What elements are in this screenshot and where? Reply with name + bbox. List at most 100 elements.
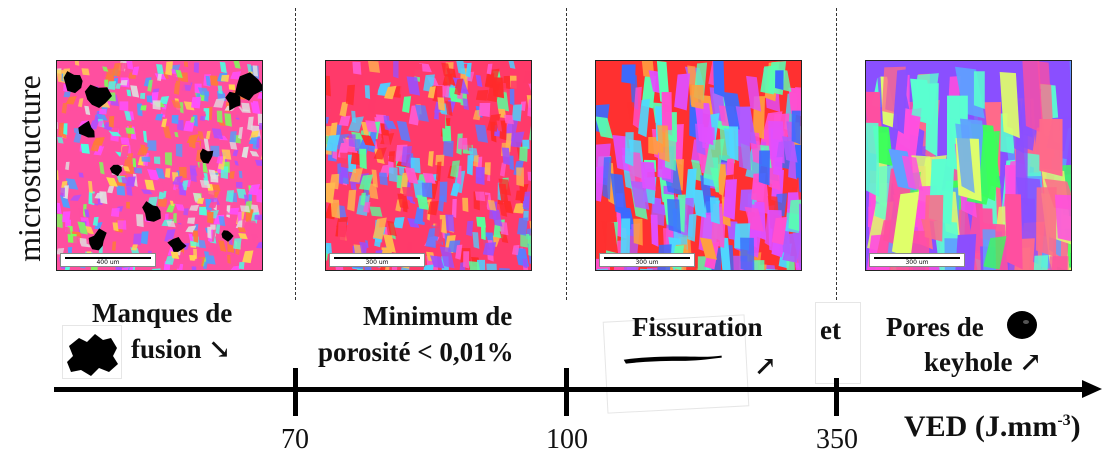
- grain: [211, 128, 223, 140]
- grain: [57, 137, 64, 144]
- grain: [326, 101, 334, 118]
- grain: [330, 199, 341, 219]
- grain: [144, 179, 155, 191]
- grain: [207, 226, 212, 239]
- grain: [901, 155, 923, 191]
- grain: [735, 106, 757, 145]
- grain: [739, 189, 753, 213]
- grain: [633, 218, 643, 246]
- grain: [122, 166, 131, 172]
- grain: [892, 69, 909, 134]
- conjunction-frame: [815, 302, 861, 384]
- grain: [795, 86, 801, 112]
- grain: [924, 194, 944, 242]
- grain: [475, 167, 485, 186]
- grain: [218, 216, 226, 227]
- grain: [482, 242, 497, 256]
- grain: [241, 102, 251, 112]
- grain: [423, 264, 434, 270]
- grain: [240, 205, 250, 213]
- tick-70: [293, 368, 298, 416]
- axis-label: VED (J.mm-3): [904, 410, 1081, 444]
- label-lack-of-fusion-2: fusion ↘: [131, 333, 231, 365]
- grain: [257, 92, 262, 99]
- grain: [474, 191, 486, 202]
- grain: [723, 179, 737, 220]
- grain: [136, 270, 146, 271]
- grain: [161, 118, 168, 128]
- grain: [437, 195, 445, 212]
- grain: [89, 119, 100, 130]
- grain: [354, 72, 364, 88]
- grain: [238, 126, 244, 140]
- grain: [172, 260, 182, 269]
- grain: [373, 147, 387, 160]
- grain: [141, 189, 153, 195]
- ebsd-map-2: [326, 61, 531, 270]
- grain: [177, 223, 186, 234]
- grain: [65, 95, 77, 105]
- grain: [498, 183, 509, 204]
- grain: [66, 105, 78, 111]
- grain: [487, 199, 497, 211]
- grain: [486, 63, 493, 75]
- grain: [175, 156, 184, 168]
- grain: [359, 148, 367, 170]
- grain: [147, 169, 160, 181]
- grain: [407, 242, 412, 257]
- grain: [123, 63, 128, 70]
- grain: [508, 61, 516, 69]
- grain: [402, 186, 414, 197]
- grain: [527, 171, 531, 181]
- ved-axis-line: [54, 387, 1084, 392]
- grain: [60, 187, 66, 198]
- grain: [256, 242, 262, 249]
- porosity-defect: [88, 228, 107, 251]
- grain: [475, 89, 489, 101]
- grain: [326, 75, 331, 97]
- grain: [241, 146, 249, 159]
- grain: [797, 164, 801, 193]
- grain: [120, 145, 130, 160]
- grain: [110, 125, 121, 133]
- grain: [737, 133, 751, 171]
- grain: [396, 120, 411, 142]
- grain: [108, 130, 122, 137]
- grain: [64, 226, 71, 235]
- grain: [1022, 61, 1043, 134]
- grain: [227, 254, 231, 264]
- grain: [340, 152, 349, 169]
- grain: [367, 183, 379, 200]
- grain: [473, 155, 479, 167]
- grain: [347, 189, 357, 212]
- grain: [421, 182, 433, 199]
- grain: [87, 61, 97, 66]
- grain: [472, 232, 480, 249]
- grain: [125, 127, 135, 135]
- grain: [262, 115, 263, 121]
- grain: [416, 194, 429, 211]
- grain: [125, 176, 136, 188]
- grain: [427, 151, 434, 167]
- porosity-defect: [63, 71, 83, 94]
- label-lack-of-fusion-2-text: fusion: [131, 334, 202, 364]
- grain: [232, 149, 239, 157]
- grain: [372, 217, 387, 240]
- grain: [229, 141, 238, 150]
- grain: [517, 217, 528, 236]
- grain: [791, 110, 801, 145]
- grain: [326, 134, 340, 152]
- grain: [442, 85, 450, 98]
- grain: [765, 268, 778, 270]
- grain: [764, 264, 776, 270]
- grain: [498, 202, 508, 217]
- grain: [509, 88, 515, 106]
- grain: [476, 216, 486, 228]
- porosity-defect: [142, 201, 161, 222]
- microstructure-panel-3: 300 um: [595, 60, 802, 271]
- grain: [171, 115, 179, 125]
- grain: [130, 85, 140, 98]
- grain: [193, 230, 199, 243]
- grain: [345, 84, 356, 106]
- grain: [455, 244, 463, 260]
